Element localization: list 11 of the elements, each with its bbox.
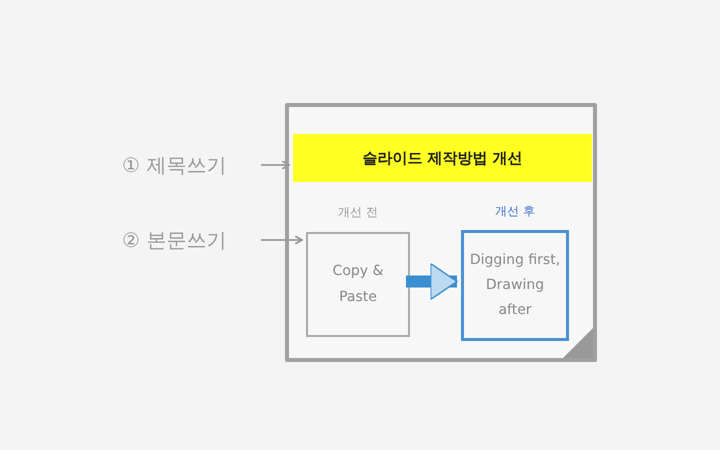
column-heading: 개선 후 bbox=[494, 203, 536, 220]
arrow bbox=[261, 160, 290, 170]
arrow bbox=[406, 262, 458, 300]
step-label: ① 제목쓰기 bbox=[122, 152, 226, 178]
title-band: 슬라이드 제작방법 개선 bbox=[293, 134, 592, 182]
step-label: ② 본문쓰기 bbox=[122, 226, 226, 254]
box-text: Copy & Paste bbox=[332, 262, 384, 306]
slide-frame bbox=[285, 103, 597, 362]
arrow bbox=[261, 235, 303, 245]
column-heading: 개선 전 bbox=[337, 204, 379, 221]
box-text: Digging first, Drawing after bbox=[468, 250, 562, 320]
